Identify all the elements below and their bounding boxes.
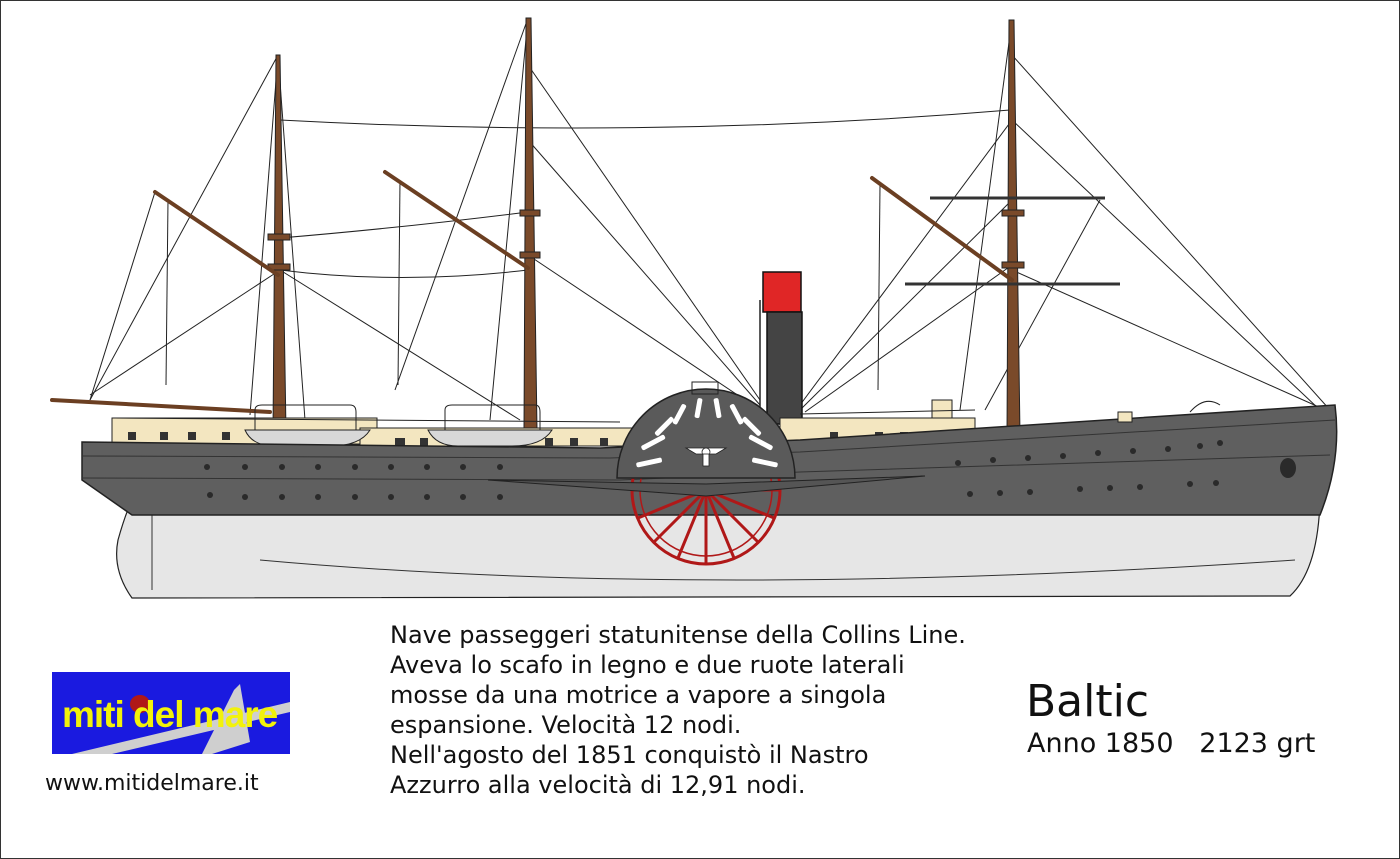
description-line: Nave passeggeri statunitense della Colli… (390, 621, 966, 649)
description-line: espansione. Velocità 12 nodi. (390, 711, 742, 739)
ship-tonnage: 2123 grt (1199, 728, 1316, 759)
logo-text: miti del mare (62, 694, 278, 735)
funnel (759, 271, 803, 425)
description-line: Azzurro alla velocità di 12,91 nodi. (390, 771, 806, 799)
railings (114, 381, 1221, 423)
hull-lower (116, 499, 1321, 599)
ship-year: Anno 1850 (1027, 728, 1174, 759)
portholes (204, 440, 1296, 500)
description-line: Nell'agosto del 1851 conquistò il Nastro (390, 741, 869, 769)
ship-name: Baltic (1026, 676, 1150, 727)
spars (50, 170, 1014, 414)
description-line: mosse da una motrice a vapore a singola (390, 681, 887, 709)
ship-meta: Anno 1850 2123 grt (1027, 728, 1315, 759)
ship-illustration (50, 17, 1338, 599)
masts (267, 17, 1025, 436)
website-link[interactable]: www.mitidelmare.it (45, 771, 259, 796)
ship-description: Nave passeggeri statunitense della Colli… (390, 620, 966, 800)
lifeboats (244, 404, 553, 447)
paddle-box (487, 388, 926, 497)
rigging (89, 17, 1331, 421)
logo-sail-graphic (72, 684, 290, 754)
logo[interactable]: miti del mare (52, 672, 290, 754)
description-line: Aveva lo scafo in legno e due ruote late… (390, 651, 905, 679)
